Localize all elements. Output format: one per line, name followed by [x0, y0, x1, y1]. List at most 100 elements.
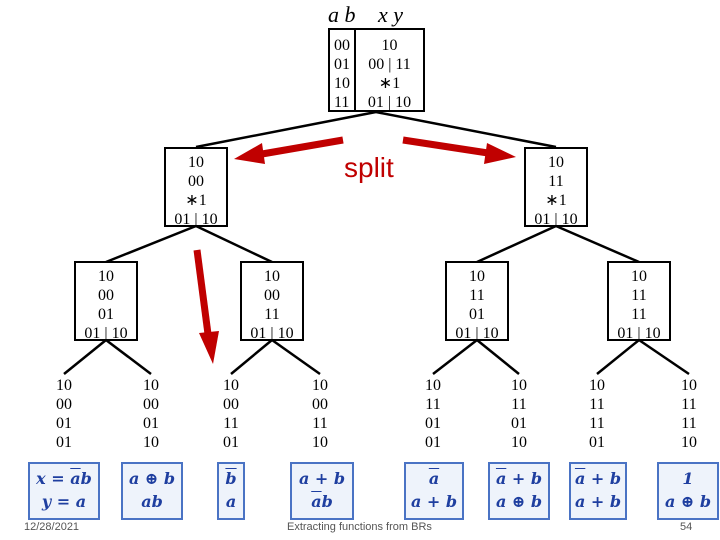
footer-title: Extracting functions from BRs [287, 521, 432, 533]
edge-l2b-leaf4 [271, 338, 321, 376]
node-row: 01 [98, 306, 114, 323]
leaf-row: 00 [312, 396, 328, 413]
function-box-2: a ⊕ b ab [121, 462, 183, 520]
node-row: 01 [469, 306, 485, 323]
function-box-8: 1 a ⊕ b [657, 462, 719, 520]
function-line: a + b [571, 467, 625, 490]
function-line: a + b [406, 490, 462, 513]
function-line: a ⊕ b [659, 490, 717, 513]
root-input-row: 11 [334, 94, 350, 111]
leaf-row: 10 [312, 377, 328, 394]
level2-node-2: 10 00 11 01 | 10 [240, 261, 304, 342]
function-line: a + b [292, 467, 352, 490]
leaf-row: 11 [223, 415, 239, 432]
leaf-row: 01 [56, 415, 72, 432]
leaf-row: 10 [681, 434, 697, 451]
edge-l1b-l2c [476, 224, 557, 264]
leaf-5: 10 11 01 01 [415, 376, 451, 452]
node-row: 11 [264, 306, 280, 323]
function-box-3: b a [217, 462, 245, 520]
node-row: 10 [631, 268, 647, 285]
function-box-6: a + b a ⊕ b [488, 462, 550, 520]
leaf-row: 11 [312, 415, 328, 432]
node-row: 10 [98, 268, 114, 285]
root-output-row: 01 | 10 [367, 94, 412, 111]
function-line: 1 [659, 467, 717, 490]
leaf-row: 11 [511, 396, 527, 413]
fn-text: + b [585, 469, 622, 488]
root-table: 00 01 10 11 10 00 | 11 ∗1 01 | 10 [328, 28, 425, 112]
fn-text: b [80, 469, 92, 488]
split-arrow-right [402, 136, 489, 157]
function-line: x = ab [30, 467, 98, 490]
function-line: a + b [571, 490, 625, 513]
root-output-row: 00 | 11 [368, 56, 411, 73]
level1-node-right: 10 11 ∗1 01 | 10 [524, 147, 588, 228]
root-input-row: 01 [334, 56, 350, 73]
function-line: ab [123, 490, 181, 513]
leaf-row: 01 [425, 415, 441, 432]
function-line: a + b [490, 467, 548, 490]
leaf-4: 10 00 11 10 [302, 376, 338, 452]
node-row: ∗1 [545, 192, 567, 209]
leaf-row: 10 [589, 377, 605, 394]
node-row: 01 | 10 [617, 325, 661, 342]
edge-root-left [195, 110, 377, 149]
edge-l2d-leaf7 [596, 339, 640, 375]
leaf-row: 11 [589, 415, 605, 432]
edge-l1a-l2b [195, 224, 273, 264]
edge-l1b-l2d [555, 224, 640, 264]
fn-text: a [75, 492, 87, 511]
fn-overline: a [574, 469, 586, 488]
edge-l2a-leaf2 [105, 339, 152, 375]
edge-l2c-leaf6 [476, 339, 520, 375]
node-row: 11 [548, 173, 564, 190]
leaf-row: 01 [511, 415, 527, 432]
node-row: 10 [264, 268, 280, 285]
fn-text: b [321, 492, 333, 511]
fn-text: 1 [682, 469, 694, 488]
fn-text: ab [141, 492, 163, 511]
leaf-8: 10 11 11 10 [671, 376, 707, 452]
node-row: 00 [98, 287, 114, 304]
edge-l2d-leaf8 [638, 338, 690, 376]
fn-overline: a [70, 469, 81, 488]
level2-node-4: 10 11 11 01 | 10 [607, 261, 671, 342]
function-line: a [219, 490, 243, 513]
fn-text: a ⊕ b [495, 492, 543, 511]
function-line: a [406, 467, 462, 490]
function-box-4: a + b ab [290, 462, 354, 520]
fn-text: a ⊕ b [664, 492, 712, 511]
fn-overline: a [311, 492, 322, 511]
level2-node-3: 10 11 01 01 | 10 [445, 261, 509, 342]
header-ab: a b [328, 2, 356, 27]
function-line: a ⊕ b [490, 490, 548, 513]
leaf-row: 01 [589, 434, 605, 451]
leaf-row: 01 [425, 434, 441, 451]
node-row: 01 | 10 [250, 325, 294, 342]
leaf-row: 10 [56, 377, 72, 394]
edge-l1a-l2a [105, 224, 197, 264]
leaf-row: 11 [681, 415, 697, 432]
node-row: 01 | 10 [174, 211, 218, 228]
node-row: 11 [631, 287, 647, 304]
tree-lines [63, 110, 690, 376]
leaf-row: 10 [143, 377, 159, 394]
footer-page-number: 54 [680, 521, 693, 533]
fn-text: + b [506, 469, 543, 488]
node-row: 11 [631, 306, 647, 323]
fn-text: a + b [574, 492, 622, 511]
function-line: b [219, 467, 243, 490]
function-box-7: a + b a + b [569, 462, 627, 520]
root-output-row: 10 [381, 37, 398, 54]
level2-node-1: 10 00 01 01 | 10 [74, 261, 138, 342]
leaf-row: 01 [56, 434, 72, 451]
edge-l2c-leaf5 [432, 339, 478, 375]
leaf-row: 11 [681, 396, 697, 413]
leaf-1: 10 00 01 01 [46, 376, 82, 452]
leaf-row: 00 [143, 396, 159, 413]
function-box-5: a a + b [404, 462, 464, 520]
split-arrow-left-head [234, 143, 265, 164]
leaf-row: 11 [425, 396, 441, 413]
